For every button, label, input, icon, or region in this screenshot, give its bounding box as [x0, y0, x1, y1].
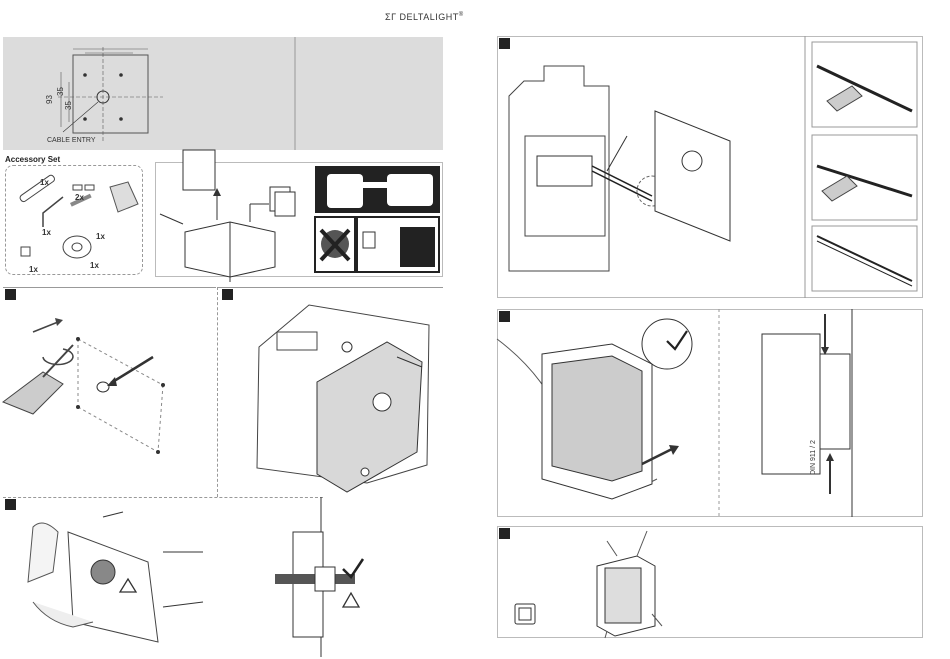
- cable-entry-label: CABLE ENTRY: [47, 137, 96, 144]
- qty-label-5: 1x: [29, 265, 38, 274]
- brand-symbol: ΣΓ: [385, 12, 397, 22]
- qty-label-1: 1x: [40, 178, 49, 187]
- dim-93-label: 93: [45, 95, 54, 104]
- slide-illustration: [497, 309, 923, 517]
- wiring-illustration: [497, 36, 923, 298]
- dim-35a-label: 35: [56, 87, 65, 96]
- finish-illustration: [497, 526, 923, 638]
- dimension-drawing: [3, 37, 443, 150]
- brand-logo: ΣΓ DELTALIGHT®: [385, 12, 464, 22]
- qty-label-6: 1x: [90, 261, 99, 270]
- unpacking-illustration: [155, 162, 443, 277]
- screw-illustration: [3, 497, 443, 657]
- din-standard-label: DIN 911 / 2: [810, 440, 817, 475]
- accessory-title: Accessory Set: [5, 155, 60, 164]
- bracket-illustration: [217, 287, 443, 497]
- qty-label-3: 1x: [42, 228, 51, 237]
- accessory-items-illustration: [5, 165, 145, 275]
- qty-label-2: 2x: [75, 193, 84, 202]
- drill-illustration: [3, 287, 216, 497]
- technical-drawing-panel: 93 35 35 CABLE ENTRY: [3, 37, 443, 150]
- dim-35b-label: 35: [64, 101, 73, 110]
- qty-label-4: 1x: [96, 232, 105, 241]
- brand-name: DELTALIGHT: [400, 12, 459, 22]
- brand-trademark: ®: [459, 12, 464, 18]
